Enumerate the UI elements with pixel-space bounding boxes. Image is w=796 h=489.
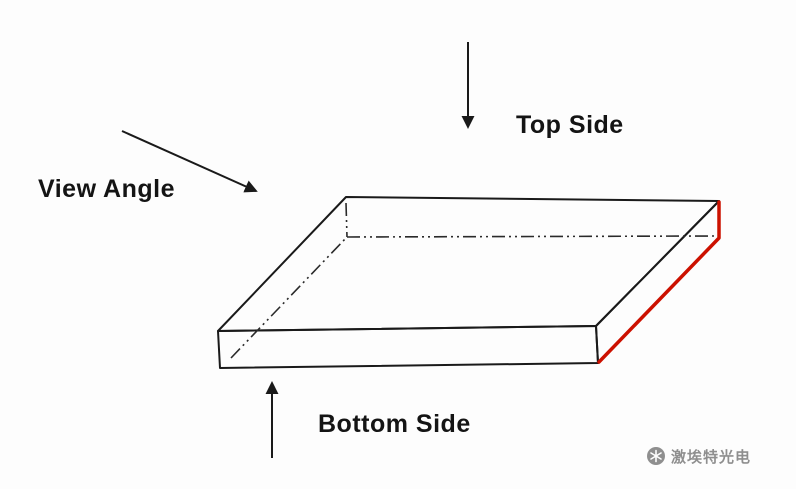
watermark-text: 激埃特光电 [671, 448, 751, 466]
hidden-edge-left-bottom [230, 236, 348, 359]
slab-front-face [217, 325, 599, 369]
hidden-edge-back-bottom [346, 235, 716, 238]
watermark: 激埃特光电 [647, 447, 751, 466]
hidden-edge-back-left-vertical [345, 202, 348, 238]
red-edge-highlight [597, 200, 721, 364]
slab-right-face [595, 200, 720, 364]
slab [217, 196, 721, 369]
view-angle-label: View Angle [38, 175, 175, 203]
bottom-side-label: Bottom Side [318, 410, 471, 438]
slab-top-face [217, 196, 720, 332]
view-angle-arrow [121, 130, 258, 193]
watermark-logo-star-icon [650, 449, 662, 463]
top-side-label: Top Side [516, 111, 624, 139]
